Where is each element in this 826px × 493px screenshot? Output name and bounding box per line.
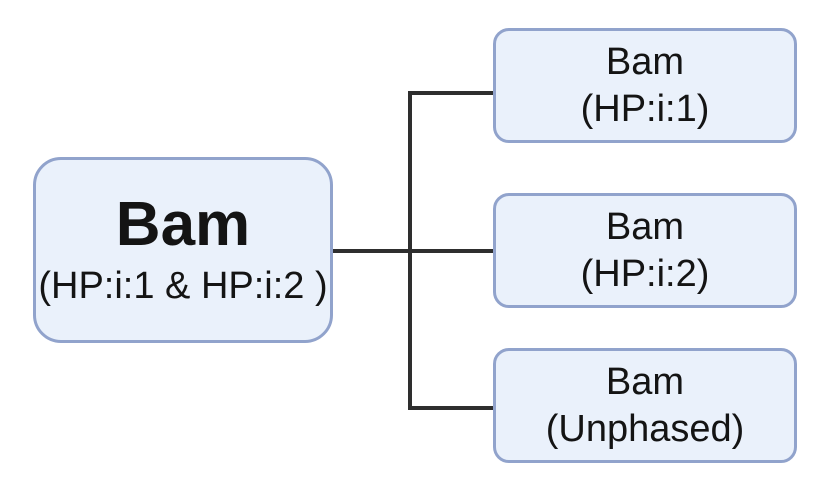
connector-branch-hp-i-1 [408, 91, 495, 95]
node-bam-combined-title: Bam [115, 190, 251, 259]
node-bam-hp-i-1-subtitle: (HP:i:1) [580, 87, 710, 130]
node-bam-hp-i-2-title: Bam [605, 205, 685, 248]
node-bam-hp-i-2: Bam (HP:i:2) [493, 193, 797, 308]
node-bam-hp-i-2-subtitle: (HP:i:2) [580, 252, 710, 295]
connector-branch-hp-i-2 [333, 249, 495, 253]
node-bam-combined-subtitle: (HP:i:1 & HP:i:2 ) [38, 265, 328, 307]
node-bam-combined: Bam (HP:i:1 & HP:i:2 ) [33, 157, 333, 343]
node-bam-unphased: Bam (Unphased) [493, 348, 797, 463]
node-bam-hp-i-1-title: Bam [605, 40, 685, 83]
connector-branch-unphased [408, 406, 495, 410]
node-bam-hp-i-1: Bam (HP:i:1) [493, 28, 797, 143]
node-bam-unphased-subtitle: (Unphased) [545, 407, 745, 450]
node-bam-unphased-title: Bam [605, 360, 685, 403]
